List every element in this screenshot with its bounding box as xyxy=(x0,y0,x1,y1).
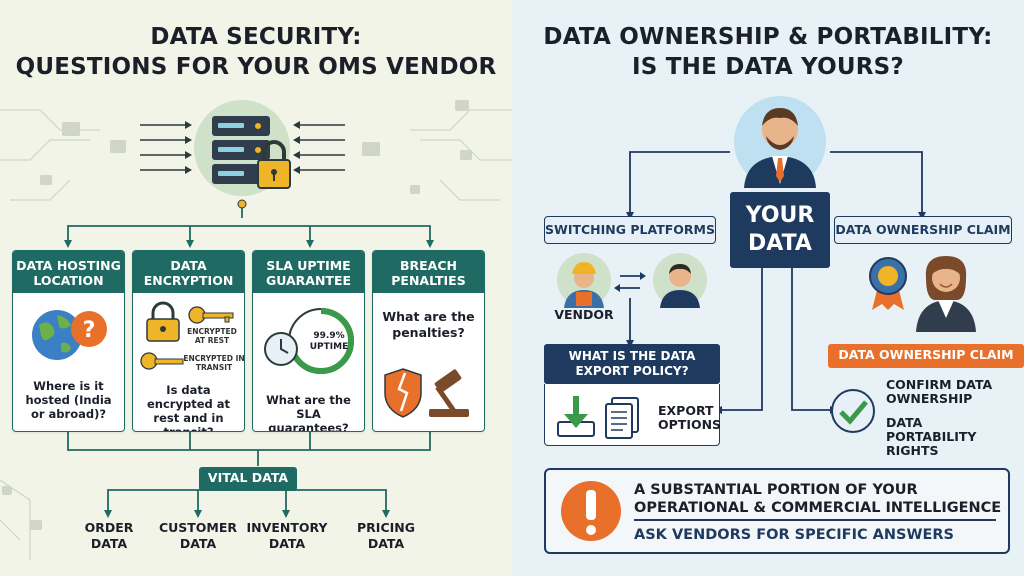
portability-rights-text: DATA PORTABILITY RIGHTS xyxy=(886,415,977,458)
user-avatar xyxy=(653,253,707,308)
warning-line-1: A SUBSTANTIAL PORTION OF YOUR xyxy=(634,482,918,498)
checkmark-circle-icon xyxy=(831,389,875,433)
card-sla-uptime: SLA UPTIME GUARANTEE 99.9% UPTIME What a… xyxy=(252,250,365,432)
data-item-customer: CUSTOMER DATA xyxy=(158,520,238,551)
svg-text:?: ? xyxy=(83,318,96,343)
key-icon-transit xyxy=(140,352,184,370)
globe-question-icon: ? xyxy=(32,310,107,360)
switching-platforms-label: SWITCHING PLATFORMS xyxy=(544,216,716,244)
card-question: Where is it hosted (India or abroad)? xyxy=(25,379,112,421)
title-line-1: DATA SECURITY: xyxy=(150,24,362,50)
uptime-value: 99.9% UPTIME xyxy=(309,331,349,352)
confirm-ownership-text: CONFIRM DATA OWNERSHIP xyxy=(886,377,993,406)
server-lock-icon xyxy=(194,100,291,196)
shield-gavel-icon xyxy=(384,368,469,418)
card-heading: BREACH PENALTIES xyxy=(373,251,484,293)
key-icon xyxy=(188,306,234,324)
right-panel-data-ownership: DATA OWNERSHIP & PORTABILITY: IS THE DAT… xyxy=(512,0,1024,576)
card-question: What are the penalties? xyxy=(382,309,475,340)
warning-line-3: ASK VENDORS FOR SPECIFIC ANSWERS xyxy=(634,527,954,543)
card-data-encryption: DATA ENCRYPTION ENCRYPTED AT REST ENCRYP… xyxy=(132,250,245,432)
padlock-icon xyxy=(146,301,180,342)
vendor-label: VENDOR xyxy=(554,307,614,322)
data-item-inventory: INVENTORY DATA xyxy=(246,520,328,551)
warning-divider xyxy=(634,519,996,521)
data-item-order: ORDER DATA xyxy=(84,520,134,551)
title-line-1: DATA OWNERSHIP & PORTABILITY: xyxy=(543,24,993,50)
your-data-center-box: YOUR DATA xyxy=(730,192,830,268)
left-panel-data-security: DATA SECURITY: QUESTIONS FOR YOUR OMS VE… xyxy=(0,22,512,560)
label-encrypted-transit: ENCRYPTED IN TRANSIT xyxy=(183,354,245,372)
page-title-right: DATA OWNERSHIP & PORTABILITY: IS THE DAT… xyxy=(512,22,1024,82)
warning-line-2: OPERATIONAL & COMMERCIAL INTELLIGENCE xyxy=(634,500,1002,516)
download-document-icon xyxy=(557,396,639,439)
gauge-clock-icon xyxy=(264,308,354,374)
card-data-hosting: DATA HOSTING LOCATION ? Where is it host… xyxy=(12,250,125,432)
data-item-pricing: PRICING DATA xyxy=(357,520,415,551)
card-heading: SLA UPTIME GUARANTEE xyxy=(253,251,364,293)
warning-box xyxy=(544,468,1010,554)
card-question: Is data encrypted at rest and in transit… xyxy=(147,383,230,432)
export-policy-heading: WHAT IS THE DATA EXPORT POLICY? xyxy=(544,344,720,384)
businesswoman-avatar xyxy=(916,256,976,332)
export-options-label: EXPORT OPTIONS xyxy=(658,403,722,432)
card-heading: DATA HOSTING LOCATION xyxy=(13,251,124,293)
circuit-background xyxy=(0,100,512,560)
award-badge-icon xyxy=(869,257,907,310)
vendor-worker-avatar xyxy=(557,253,611,308)
title-line-2: QUESTIONS FOR YOUR OMS VENDOR xyxy=(15,54,497,80)
page-title-left: DATA SECURITY: QUESTIONS FOR YOUR OMS VE… xyxy=(0,22,512,82)
businessman-avatar xyxy=(734,96,826,188)
ownership-claim-banner: DATA OWNERSHIP CLAIM xyxy=(828,344,1024,368)
card-heading: DATA ENCRYPTION xyxy=(133,251,244,293)
vital-data-badge: VITAL DATA xyxy=(199,467,297,491)
data-ownership-claim-label: DATA OWNERSHIP CLAIM xyxy=(834,216,1012,244)
exclamation-warning-icon xyxy=(561,481,621,541)
title-line-2: IS THE DATA YOURS? xyxy=(632,54,904,80)
label-encrypted-rest: ENCRYPTED AT REST xyxy=(187,327,237,345)
card-question: What are the SLA guarantees? xyxy=(266,393,351,432)
card-breach-penalties: BREACH PENALTIES What are the penalties? xyxy=(372,250,485,432)
